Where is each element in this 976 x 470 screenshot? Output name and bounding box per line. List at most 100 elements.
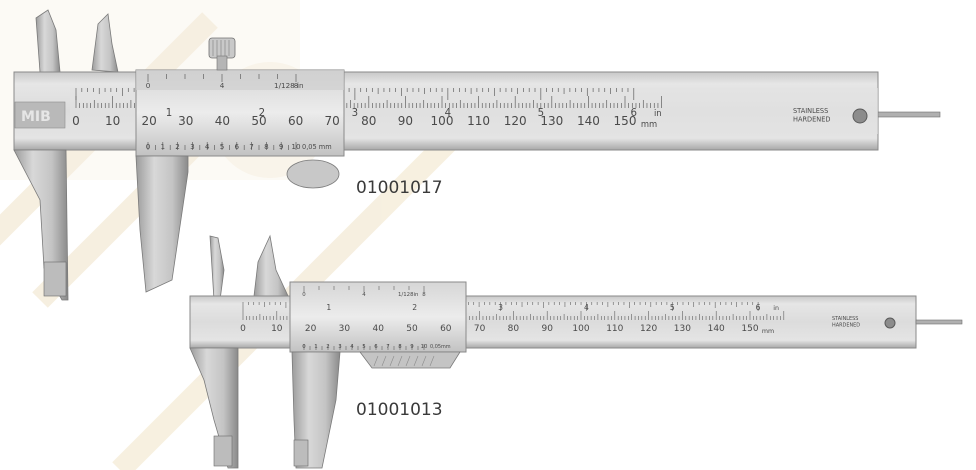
- main-scale-inch-label: 5: [670, 303, 675, 312]
- main-scale-mm-label: 60: [440, 324, 452, 334]
- main-scale-inch-label: 1: [166, 108, 172, 119]
- product-code-large: 01001017: [356, 178, 443, 198]
- main-scale-mm-label: 30: [178, 114, 193, 128]
- vernier-mm-label: 3: [338, 344, 341, 350]
- vernier-mm-label: 10: [421, 344, 428, 350]
- main-scale-mm-label: 0: [72, 114, 80, 128]
- main-scale-mm-label: 80: [508, 324, 520, 334]
- main-scale-mm-label: 120: [504, 114, 527, 128]
- main-scale-mm-label: 0: [240, 324, 246, 334]
- main-scale-inch-label: 2: [259, 108, 265, 119]
- vernier-inch-label: 8: [294, 81, 299, 90]
- stamp-hardened: HARDENED: [793, 115, 830, 123]
- vernier-mm-label: 2: [326, 344, 329, 350]
- vernier-mm-label: 6: [374, 344, 378, 350]
- vernier-mm-label: 9: [279, 142, 284, 151]
- main-scale-mm-label: 120: [640, 324, 657, 334]
- main-scale-mm-label: 80: [361, 114, 376, 128]
- vernier-mm-label: 5: [220, 142, 225, 151]
- main-scale-mm-unit: mm: [641, 119, 657, 129]
- product-code-small: 01001013: [356, 400, 443, 420]
- lower-sliding-jaw: [291, 351, 341, 469]
- vernier-mm-label: 1: [314, 344, 317, 350]
- main-scale-mm-label: 130: [540, 114, 563, 128]
- main-scale-mm-label: 10: [105, 114, 120, 128]
- main-scale-inch-label: 4: [584, 303, 589, 312]
- main-scale-mm-label: 140: [708, 324, 725, 334]
- main-scale-mm-label: 110: [606, 324, 623, 334]
- vernier-mm-label: 3: [190, 142, 195, 151]
- vernier-inch-label: 4: [220, 81, 225, 90]
- lower-sliding-jaw: [135, 155, 189, 293]
- main-scale-mm-label: 70: [325, 114, 340, 128]
- vernier-mm-label: 1: [161, 142, 166, 151]
- main-scale-mm-label: 70: [474, 324, 486, 334]
- stamp-stainless: STAINLESS: [793, 107, 828, 115]
- vernier-mm-resolution: 0,05mm: [430, 344, 451, 350]
- main-scale-mm-label: 40: [372, 324, 384, 334]
- upper-fixed-jaw: [209, 235, 225, 301]
- main-scale-mm-label: 30: [339, 324, 351, 334]
- main-scale-mm-label: 90: [398, 114, 413, 128]
- brand-logo-text: MIB: [21, 109, 51, 125]
- main-scale-inch-label: 6: [631, 108, 637, 119]
- main-scale-inch-unit: in: [773, 305, 779, 312]
- main-scale-inch-unit: in: [654, 108, 662, 118]
- stamp-hardened: HARDENED: [832, 322, 860, 328]
- main-scale-mm-label: 50: [251, 114, 266, 128]
- main-scale-mm-label: 50: [406, 324, 418, 334]
- main-scale-inch-label: 4: [445, 108, 451, 119]
- brand-logo: [14, 101, 66, 129]
- vernier-mm-label: 5: [362, 344, 365, 350]
- main-scale-mm-label: 130: [674, 324, 691, 334]
- vernier-mm-label: 0: [146, 142, 151, 151]
- vernier-inch-label: 4: [362, 292, 366, 298]
- upper-sliding-jaw: [253, 234, 289, 297]
- main-scale-inch-label: 3: [352, 108, 358, 119]
- main-scale-mm-label: 100: [572, 324, 589, 334]
- vernier-mm-label: 10: [291, 142, 301, 151]
- main-scale-inch-label: 1: [326, 303, 331, 312]
- vernier-mm-resolution: 0,05 mm: [302, 143, 332, 151]
- slider-body: [289, 281, 467, 353]
- vernier-mm-label: 9: [410, 344, 414, 350]
- thumb-grip: [359, 351, 461, 369]
- thumb-wheel: [286, 159, 340, 189]
- main-scale-inch-label: 6: [756, 303, 761, 312]
- main-scale-inch-label: 3: [498, 303, 503, 312]
- vernier-mm-label: 2: [175, 142, 180, 151]
- main-scale-mm-label: 10: [271, 324, 283, 334]
- vernier-mm-label: 8: [264, 142, 269, 151]
- upper-fixed-jaw: [35, 9, 61, 73]
- beam-rivet: [884, 317, 896, 329]
- beam-rivet: [852, 108, 868, 124]
- main-scale-inch-label: 5: [538, 108, 544, 119]
- main-scale-mm-label: 150: [614, 114, 637, 128]
- depth-rod: [915, 319, 963, 325]
- main-scale-inch-label: 2: [412, 303, 417, 312]
- vernier-inch-label: 0: [146, 81, 151, 90]
- vernier-inch-resolution: 1/128 in: [274, 81, 304, 90]
- vernier-mm-label: 4: [350, 344, 354, 350]
- main-scale-mm-label: 150: [741, 324, 758, 334]
- vernier-mm-label: 7: [249, 142, 254, 151]
- vernier-mm-label: 0: [302, 344, 306, 350]
- vernier-inch-label: 0: [302, 292, 306, 298]
- main-scale-mm-label: 100: [431, 114, 454, 128]
- vernier-mm-label: 6: [235, 142, 240, 151]
- main-scale-mm-label: 140: [577, 114, 600, 128]
- main-scale-mm-label: 60: [288, 114, 303, 128]
- vernier-inch-resolution: 1/128in: [398, 292, 418, 298]
- main-scale-mm-label: 40: [215, 114, 230, 128]
- main-scale-mm-label: 110: [467, 114, 490, 128]
- main-scale-mm-label: 20: [305, 324, 317, 334]
- main-scale-mm-label: 90: [541, 324, 553, 334]
- vernier-mm-label: 4: [205, 142, 210, 151]
- stamp-stainless: STAINLESS: [832, 316, 858, 322]
- vernier-mm-label: 8: [398, 344, 402, 350]
- main-scale-mm-label: 20: [142, 114, 157, 128]
- vernier-mm-label: 7: [386, 344, 389, 350]
- main-scale-mm-unit: mm: [762, 328, 774, 335]
